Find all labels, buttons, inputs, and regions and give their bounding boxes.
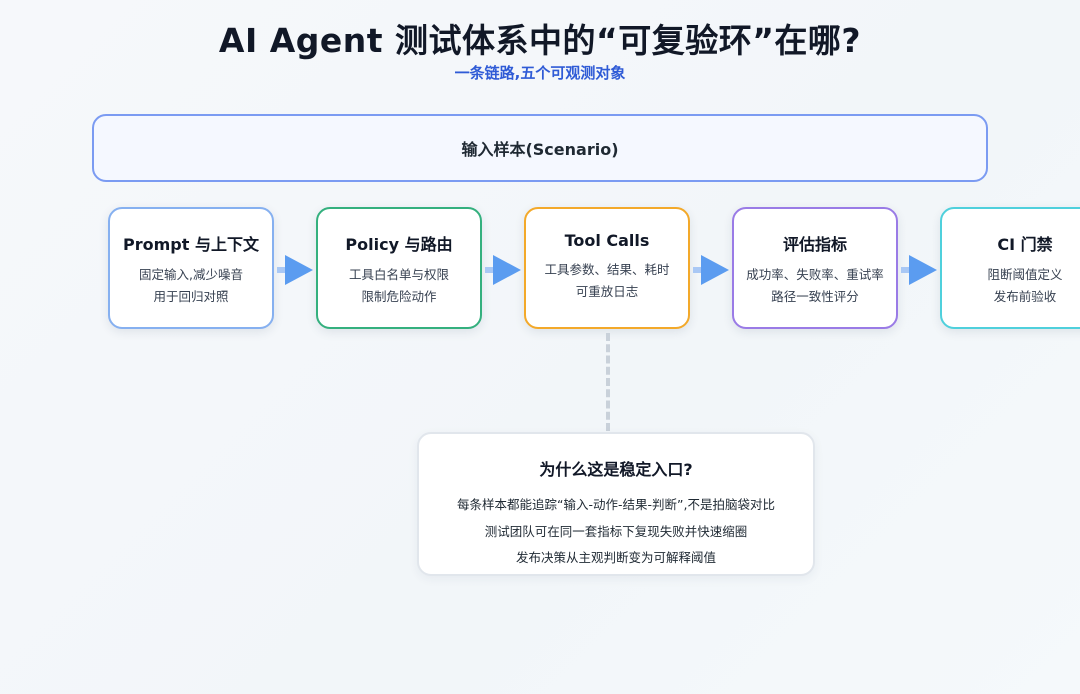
stage-title: Prompt 与上下文 (123, 235, 259, 254)
stage-card-prompt: Prompt 与上下文 固定输入,减少噪音 用于回归对照 (108, 207, 274, 329)
stage-card-metrics: 评估指标 成功率、失败率、重试率 路径一致性评分 (732, 207, 898, 329)
why-line: 每条样本都能追踪“输入-动作-结果-判断”,不是拍脑袋对比 (457, 497, 775, 512)
stage-title: Policy 与路由 (345, 235, 453, 254)
page-title: AI Agent 测试体系中的“可复验环”在哪? (218, 21, 862, 60)
stage-card-ci-gate: CI 门禁 阻断阈值定义 发布前验收 (940, 207, 1080, 329)
stage-desc-line: 发布前验收 (993, 289, 1057, 304)
why-line: 发布决策从主观判断变为可解释阈值 (515, 550, 716, 565)
why-line: 测试团队可在同一套指标下复现失败并快速缩圈 (484, 523, 748, 539)
stage-desc-line: 成功率、失败率、重试率 (746, 267, 884, 282)
scenario-box: 输入样本(Scenario) (92, 114, 988, 182)
stage-title: Tool Calls (564, 231, 650, 250)
stage-title: CI 门禁 (997, 235, 1053, 254)
stage-description: 阻断阈值定义 发布前验收 (942, 264, 1080, 308)
stage-description: 工具白名单与权限 限制危险动作 (318, 264, 480, 308)
scenario-label: 输入样本(Scenario) (461, 140, 619, 159)
arrow-right-icon (277, 255, 313, 285)
stage-description: 工具参数、结果、耗时 可重放日志 (526, 259, 688, 303)
why-stable-box: 为什么这是稳定入口? 每条样本都能追踪“输入-动作-结果-判断”,不是拍脑袋对比… (417, 432, 815, 576)
page-subtitle: 一条链路,五个可观测对象 (454, 64, 626, 82)
stage-desc-line: 固定输入,减少噪音 (139, 267, 243, 282)
stage-desc-line: 阻断阈值定义 (987, 267, 1063, 282)
stage-desc-line: 可重放日志 (575, 284, 639, 299)
stage-desc-line: 工具白名单与权限 (348, 267, 449, 282)
why-lines: 每条样本都能追踪“输入-动作-结果-判断”,不是拍脑袋对比 测试团队可在同一套指… (419, 492, 813, 572)
stage-description: 成功率、失败率、重试率 路径一致性评分 (734, 264, 896, 308)
arrow-right-icon (693, 255, 729, 285)
stage-desc-line: 工具参数、结果、耗时 (544, 262, 670, 277)
dashed-connector (606, 333, 610, 431)
stage-desc-line: 限制危险动作 (361, 289, 437, 304)
why-title: 为什么这是稳定入口? (539, 460, 693, 479)
arrow-right-icon (901, 255, 937, 285)
stage-desc-line: 用于回归对照 (153, 289, 229, 304)
stage-desc-line: 路径一致性评分 (771, 289, 859, 304)
arrow-right-icon (485, 255, 521, 285)
stage-description: 固定输入,减少噪音 用于回归对照 (110, 264, 272, 308)
stage-card-tool-calls: Tool Calls 工具参数、结果、耗时 可重放日志 (524, 207, 690, 329)
stage-card-policy: Policy 与路由 工具白名单与权限 限制危险动作 (316, 207, 482, 329)
stage-title: 评估指标 (782, 235, 847, 254)
